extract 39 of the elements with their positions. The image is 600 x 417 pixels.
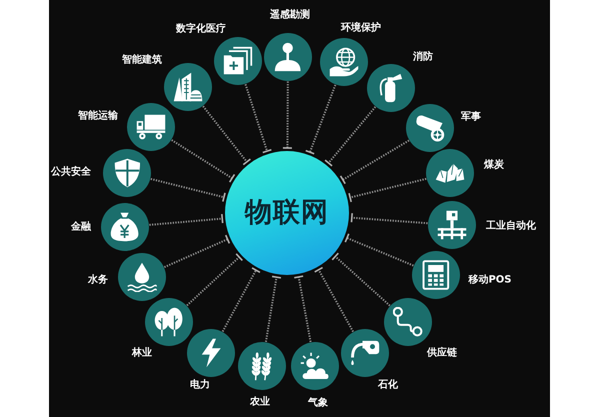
category-label: 金融 bbox=[71, 221, 91, 233]
connector bbox=[149, 213, 224, 226]
connector bbox=[171, 139, 236, 183]
connector bbox=[340, 140, 410, 184]
connector bbox=[350, 212, 428, 224]
connector bbox=[202, 106, 252, 166]
connector bbox=[164, 234, 230, 268]
category-label: 移动POS bbox=[468, 274, 512, 286]
connector bbox=[244, 84, 272, 154]
category-label: 林业 bbox=[132, 347, 152, 359]
connector bbox=[293, 275, 312, 342]
connector bbox=[264, 276, 282, 342]
category-label: 环境保护 bbox=[341, 22, 381, 34]
connector bbox=[186, 253, 244, 306]
category-label: 电力 bbox=[190, 379, 210, 391]
connector bbox=[282, 82, 293, 149]
category-label: 煤炭 bbox=[484, 159, 504, 171]
hub-text: 物联网 bbox=[245, 198, 329, 228]
connector bbox=[324, 106, 376, 167]
category-label: 智能建筑 bbox=[122, 54, 162, 66]
category-label: 农业 bbox=[250, 396, 270, 408]
category-label: 供应链 bbox=[427, 347, 457, 359]
category-label: 军事 bbox=[461, 111, 481, 123]
category-label: 公共安全 bbox=[51, 166, 91, 178]
category-label: 智能运输 bbox=[78, 110, 118, 122]
connector bbox=[344, 233, 414, 267]
connector bbox=[304, 84, 336, 155]
category-label: 气象 bbox=[308, 397, 328, 409]
connector bbox=[348, 178, 426, 203]
category-label: 消防 bbox=[413, 51, 433, 63]
connector bbox=[150, 178, 226, 202]
connector bbox=[222, 267, 261, 332]
connector bbox=[314, 266, 354, 332]
category-label: 数字化医疗 bbox=[176, 23, 226, 35]
category-label: 石化 bbox=[378, 379, 398, 391]
category-label: 遥感勘测 bbox=[270, 9, 310, 21]
category-label: 工业自动化 bbox=[486, 220, 536, 232]
connector bbox=[331, 252, 390, 306]
category-label: 水务 bbox=[88, 274, 108, 286]
